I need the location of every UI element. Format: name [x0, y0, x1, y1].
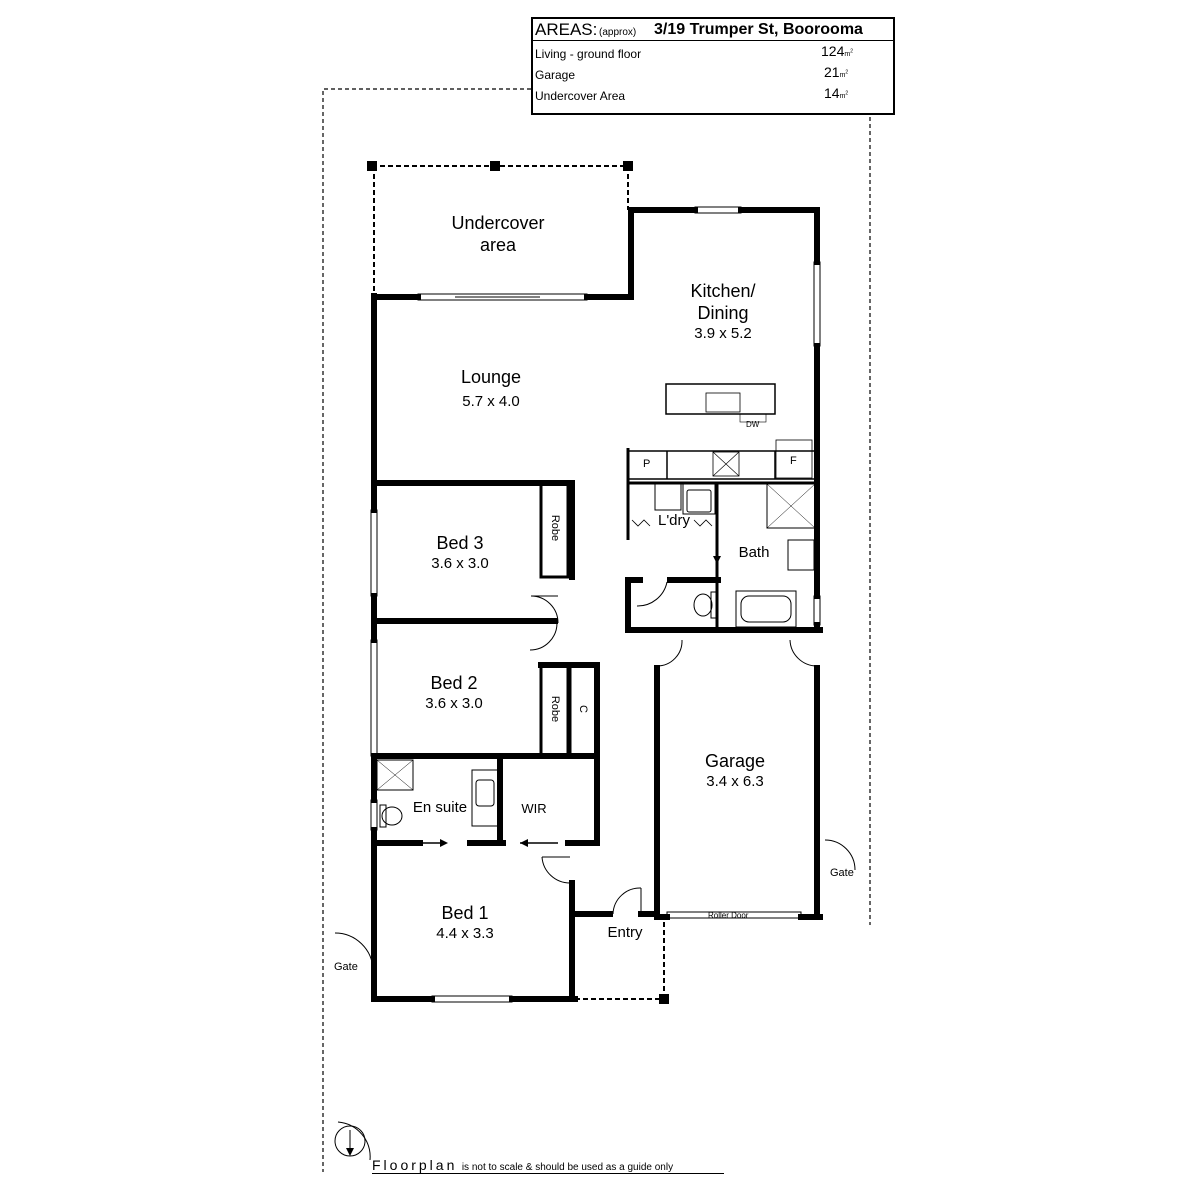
room-ensuite: En suite [412, 799, 468, 816]
room-bath: Bath [738, 544, 770, 561]
area-unit: m2 [839, 69, 849, 79]
ensuite-fixtures [376, 759, 499, 828]
area-value-undercover-number: 14 [824, 85, 840, 101]
dishwasher-label: DW [746, 420, 760, 429]
door-swings [334, 581, 856, 1161]
room-garage-dims: 3.4 x 6.3 [706, 773, 764, 790]
gate-label-west: Gate [334, 961, 358, 973]
site-boundary [322, 88, 871, 1172]
room-lounge-dims: 5.7 x 4.0 [462, 393, 520, 410]
area-unit-m: m [839, 72, 846, 79]
kitchen-benches [627, 383, 818, 480]
footer-title: Floorplan [372, 1157, 458, 1173]
property-address: 3/19 Trumper St, Boorooma [654, 21, 863, 38]
room-kitchen-dims: 3.9 x 5.2 [694, 325, 752, 342]
pantry-label: P [643, 458, 651, 470]
footer: Floorplan is not to scale & should be us… [372, 1157, 673, 1175]
room-undercover-line1: Undercover [451, 213, 545, 233]
areas-header: AREAS: (approx) 3/19 Trumper St, Booroom… [533, 19, 893, 41]
room-bed3: Bed 3 3.6 x 3.0 [431, 532, 489, 574]
roller-door [666, 911, 802, 919]
area-label-living: Living - ground floor [535, 47, 642, 61]
area-unit-sup: 2 [850, 48, 853, 55]
room-undercover-line2: area [479, 235, 517, 255]
area-value-living: 124m2 [821, 43, 853, 59]
room-lounge: Lounge 5.7 x 4.0 [461, 366, 521, 412]
area-label-undercover: Undercover Area [535, 89, 626, 103]
gate-label-east: Gate [830, 867, 854, 879]
room-entry: Entry [607, 924, 643, 941]
cupboard-label: C [577, 705, 589, 713]
bath-fixtures [693, 483, 816, 628]
room-bed2: Bed 2 3.6 x 3.0 [425, 672, 483, 714]
room-kitchen-line2: Dining [697, 303, 749, 323]
room-bed2-dims: 3.6 x 3.0 [425, 695, 483, 712]
area-unit: m2 [839, 90, 849, 100]
area-value-undercover: 14m2 [824, 85, 848, 101]
areas-approx: (approx) [599, 27, 637, 38]
room-lounge-name: Lounge [460, 367, 522, 387]
room-wir: WIR [521, 801, 547, 816]
inner-walls [626, 448, 817, 630]
room-garage-name: Garage [704, 751, 766, 771]
room-kitchen-line1: Kitchen/ [690, 281, 756, 301]
robe-label-bed3: Robe [549, 514, 561, 542]
undercover-posts [367, 161, 669, 1004]
room-bed2-name: Bed 2 [430, 673, 478, 693]
area-value-garage: 21m2 [824, 64, 848, 80]
room-kitchen: Kitchen/ Dining 3.9 x 5.2 [690, 280, 755, 344]
compass [334, 1125, 366, 1157]
room-undercover: Undercover area [451, 212, 544, 256]
area-unit-m: m [844, 51, 851, 58]
area-unit-m: m [839, 93, 846, 100]
roller-door-label: Roller Door [708, 911, 749, 920]
areas-title: AREAS: [535, 20, 598, 39]
windows [370, 206, 821, 1003]
footer-note: is not to scale & should be used as a gu… [461, 1162, 674, 1173]
room-bed1: Bed 1 4.4 x 3.3 [436, 902, 494, 944]
area-unit-sup: 2 [845, 69, 849, 76]
area-value-garage-number: 21 [824, 64, 840, 80]
area-unit-sup: 2 [845, 90, 849, 97]
room-bed3-dims: 3.6 x 3.0 [431, 555, 489, 572]
robes [539, 481, 599, 758]
room-laundry: L'dry [657, 512, 691, 529]
footer-underline [372, 1173, 724, 1174]
room-garage: Garage 3.4 x 6.3 [705, 750, 765, 792]
area-value-living-number: 124 [821, 43, 845, 59]
fridge-label: F [790, 455, 797, 467]
entry-outline [575, 914, 665, 1000]
areas-summary: AREAS: (approx) 3/19 Trumper St, Booroom… [531, 17, 895, 115]
room-bed1-name: Bed 1 [441, 903, 489, 923]
robe-label-bed2: Robe [549, 695, 561, 723]
area-unit: m2 [844, 48, 853, 58]
room-bed1-dims: 4.4 x 3.3 [436, 925, 494, 942]
area-label-garage: Garage [535, 68, 576, 82]
room-bed3-name: Bed 3 [436, 533, 484, 553]
laundry-fixtures [631, 483, 716, 527]
